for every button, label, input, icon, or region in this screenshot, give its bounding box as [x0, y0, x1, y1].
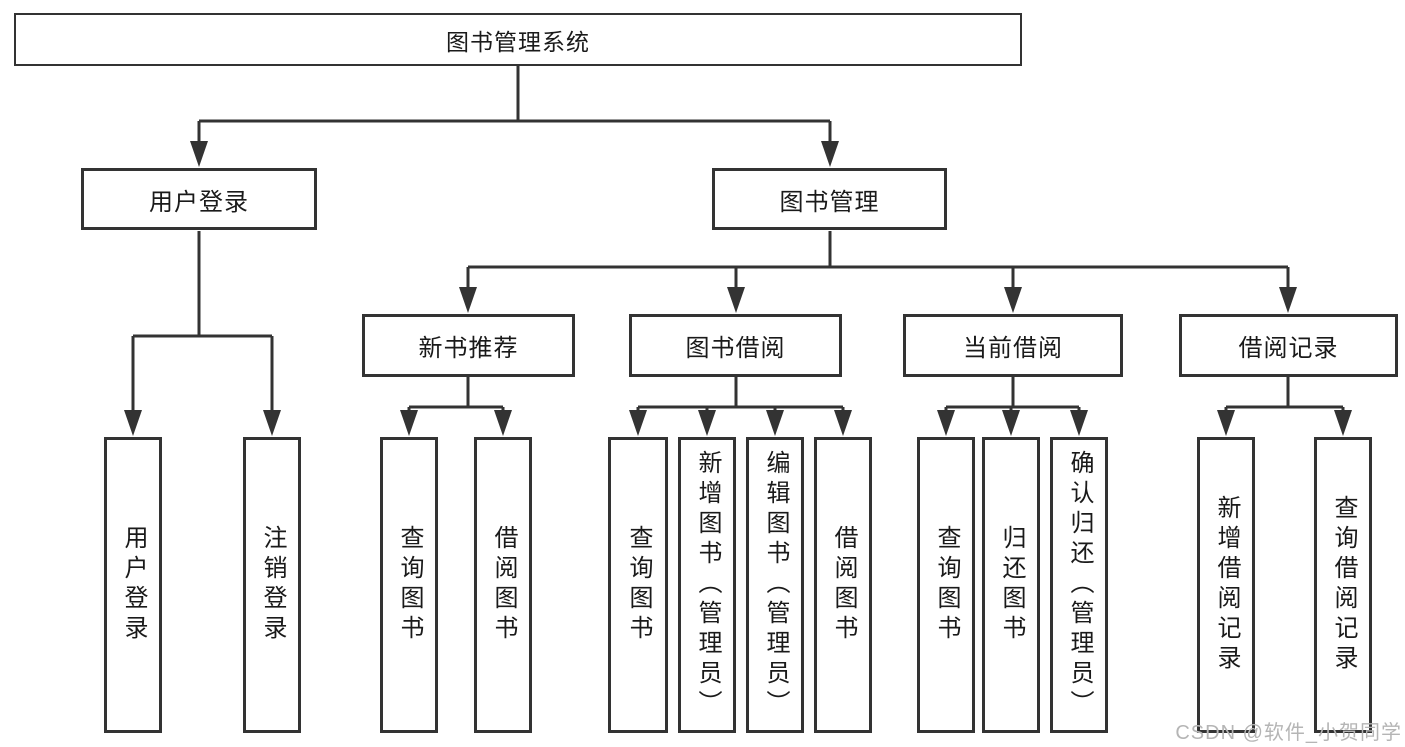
leaf-borrowing-borrow-books: 借阅图书 — [814, 437, 872, 733]
leaf-label: 新增借阅记录 — [1213, 495, 1240, 675]
leaf-label: 归还图书 — [998, 525, 1025, 645]
arrow-down-icon — [190, 141, 208, 167]
node-label: 图书管理 — [779, 188, 880, 216]
arrow-down-icon — [821, 141, 839, 167]
leaf-label: 编辑图书（管理员） — [762, 450, 789, 720]
leaf-records-add-borrow-record: 新增借阅记录 — [1197, 437, 1255, 733]
arrow-down-icon — [1217, 410, 1235, 436]
leaf-borrowing-add-books-admin: 新增图书（管理员） — [678, 437, 736, 733]
node-root-system: 图书管理系统 — [14, 13, 1022, 66]
leaf-label: 查询借阅记录 — [1330, 495, 1357, 675]
leaf-label: 借阅图书 — [830, 525, 857, 645]
arrow-down-icon — [124, 410, 142, 436]
leaf-label: 查询图书 — [933, 525, 960, 645]
node-label: 借阅记录 — [1238, 335, 1339, 362]
leaf-records-query-borrow-record: 查询借阅记录 — [1314, 437, 1372, 733]
leaf-recommend-borrow-books: 借阅图书 — [474, 437, 532, 733]
node-new-book-recommend: 新书推荐 — [362, 314, 575, 377]
connector-root-to-level2 — [197, 66, 832, 142]
arrow-down-icon — [629, 410, 647, 436]
leaf-label: 注销登录 — [259, 525, 286, 645]
arrow-down-icon — [400, 410, 418, 436]
leaf-current-query-books: 查询图书 — [917, 437, 975, 733]
node-user-login: 用户登录 — [81, 168, 317, 230]
node-label: 新书推荐 — [418, 335, 519, 362]
leaf-user-login: 用户登录 — [104, 437, 162, 733]
arrow-down-icon — [263, 410, 281, 436]
node-label: 当前借阅 — [963, 335, 1063, 362]
leaf-current-confirm-return-admin: 确认归还（管理员） — [1050, 437, 1108, 733]
arrow-down-icon — [937, 410, 955, 436]
leaf-borrowing-query-books: 查询图书 — [608, 437, 668, 733]
arrow-down-icon — [766, 410, 784, 436]
leaf-label: 确认归还（管理员） — [1066, 450, 1093, 720]
node-borrowing-records: 借阅记录 — [1179, 314, 1398, 377]
node-label: 用户登录 — [149, 188, 249, 216]
watermark: CSDN @软件_小贺同学 — [1175, 722, 1402, 744]
leaf-label: 用户登录 — [120, 525, 147, 645]
arrow-down-icon — [494, 410, 512, 436]
node-current-borrowing: 当前借阅 — [903, 314, 1123, 377]
connector-current-borrowing-to-leaves — [944, 377, 1081, 411]
leaf-label: 新增图书（管理员） — [694, 450, 721, 720]
leaf-label: 查询图书 — [625, 525, 652, 645]
connector-user-login-to-leaves — [131, 231, 274, 411]
connector-borrowing-records-to-leaves — [1224, 377, 1345, 411]
arrow-down-icon — [834, 410, 852, 436]
arrow-down-icon — [1002, 410, 1020, 436]
node-book-management: 图书管理 — [712, 168, 947, 230]
arrow-down-icon — [698, 410, 716, 436]
leaf-borrowing-edit-books-admin: 编辑图书（管理员） — [746, 437, 804, 733]
connector-new-book-recommend-to-leaves — [407, 377, 505, 411]
connector-book-management-to-level3 — [466, 231, 1290, 289]
arrow-down-icon — [459, 287, 477, 313]
leaf-recommend-query-books: 查询图书 — [380, 437, 438, 733]
leaf-label: 借阅图书 — [490, 525, 517, 645]
node-book-borrowing: 图书借阅 — [629, 314, 842, 377]
arrow-down-icon — [1279, 287, 1297, 313]
arrow-down-icon — [1070, 410, 1088, 436]
connector-book-borrowing-to-leaves — [636, 377, 845, 411]
arrow-down-icons — [124, 141, 1352, 436]
arrow-down-icon — [1004, 287, 1022, 313]
node-label: 图书管理系统 — [446, 28, 590, 55]
leaf-current-return-books: 归还图书 — [982, 437, 1040, 733]
leaf-label: 查询图书 — [396, 525, 423, 645]
leaf-logout: 注销登录 — [243, 437, 301, 733]
node-label: 图书借阅 — [685, 335, 786, 362]
arrow-down-icon — [1334, 410, 1352, 436]
arrow-down-icon — [727, 287, 745, 313]
